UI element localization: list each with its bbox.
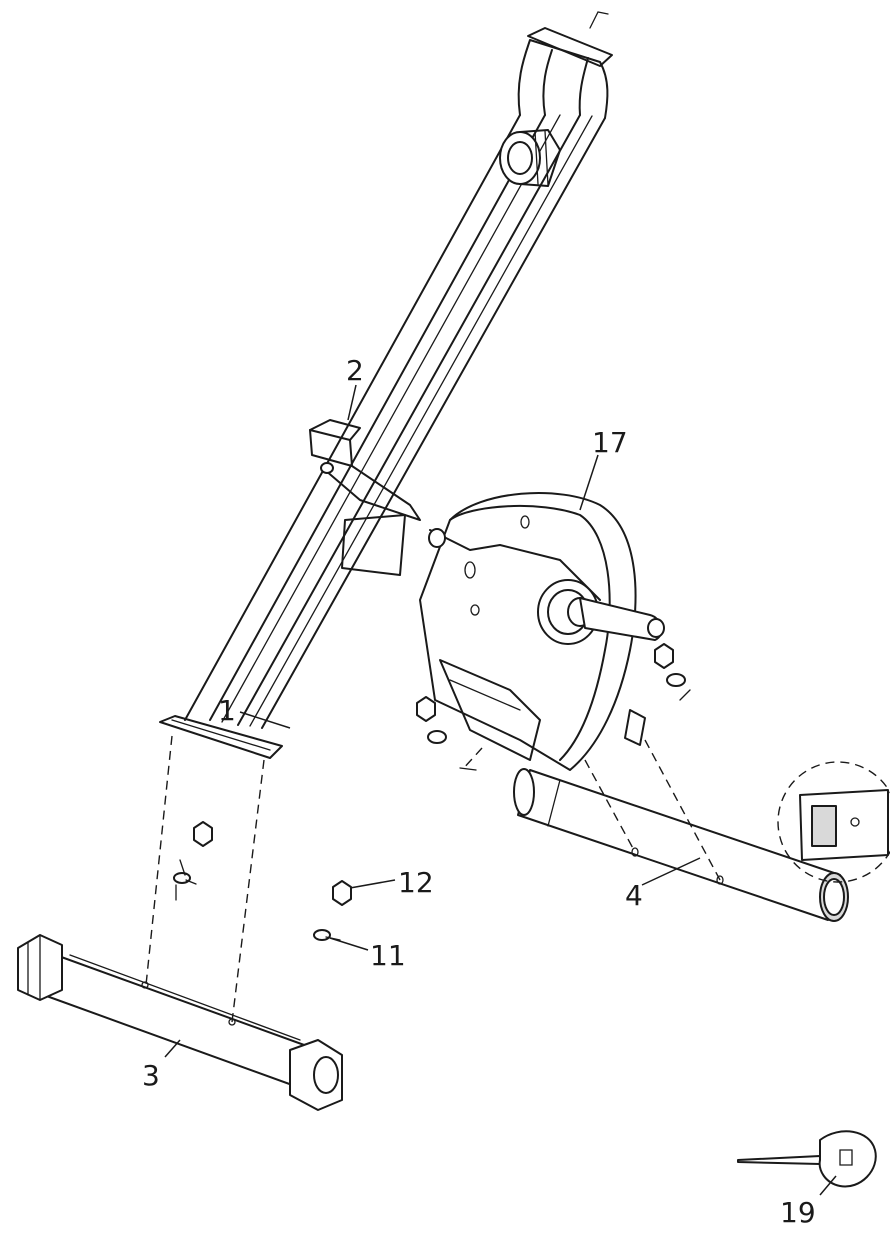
nut-front-left xyxy=(193,821,213,847)
rear-stabilizer xyxy=(513,761,890,922)
callout-label: 3 xyxy=(142,1059,160,1092)
callout-label: 11 xyxy=(370,939,406,972)
washer-rear-left xyxy=(427,730,447,744)
wrench xyxy=(737,1130,877,1188)
main-frame xyxy=(159,11,613,759)
callout-leaders xyxy=(164,384,837,1196)
nut-rear-right xyxy=(654,643,674,669)
seat-post-bracket xyxy=(309,419,421,576)
washer-front-left xyxy=(173,872,191,884)
callout-label: 19 xyxy=(780,1196,816,1229)
flywheel-housing xyxy=(419,492,665,771)
callout-label: 4 xyxy=(625,879,643,912)
nut-rear-left xyxy=(416,696,436,722)
washer-front-right xyxy=(313,929,331,941)
washer-rear-right xyxy=(666,673,686,687)
callout-label: 2 xyxy=(346,354,364,387)
front-stabilizer xyxy=(17,934,343,1111)
callout-label: 12 xyxy=(398,866,434,899)
detail-inset xyxy=(777,761,890,883)
callout-label: 1 xyxy=(218,694,236,727)
callout-labels: 1 2 3 4 11 12 17 19 xyxy=(142,354,816,1229)
adjustment-knob xyxy=(499,129,561,187)
assembly-lines xyxy=(145,735,721,1023)
nut-front-right xyxy=(332,880,352,906)
hardware xyxy=(173,643,691,941)
callout-label: 17 xyxy=(592,426,628,459)
